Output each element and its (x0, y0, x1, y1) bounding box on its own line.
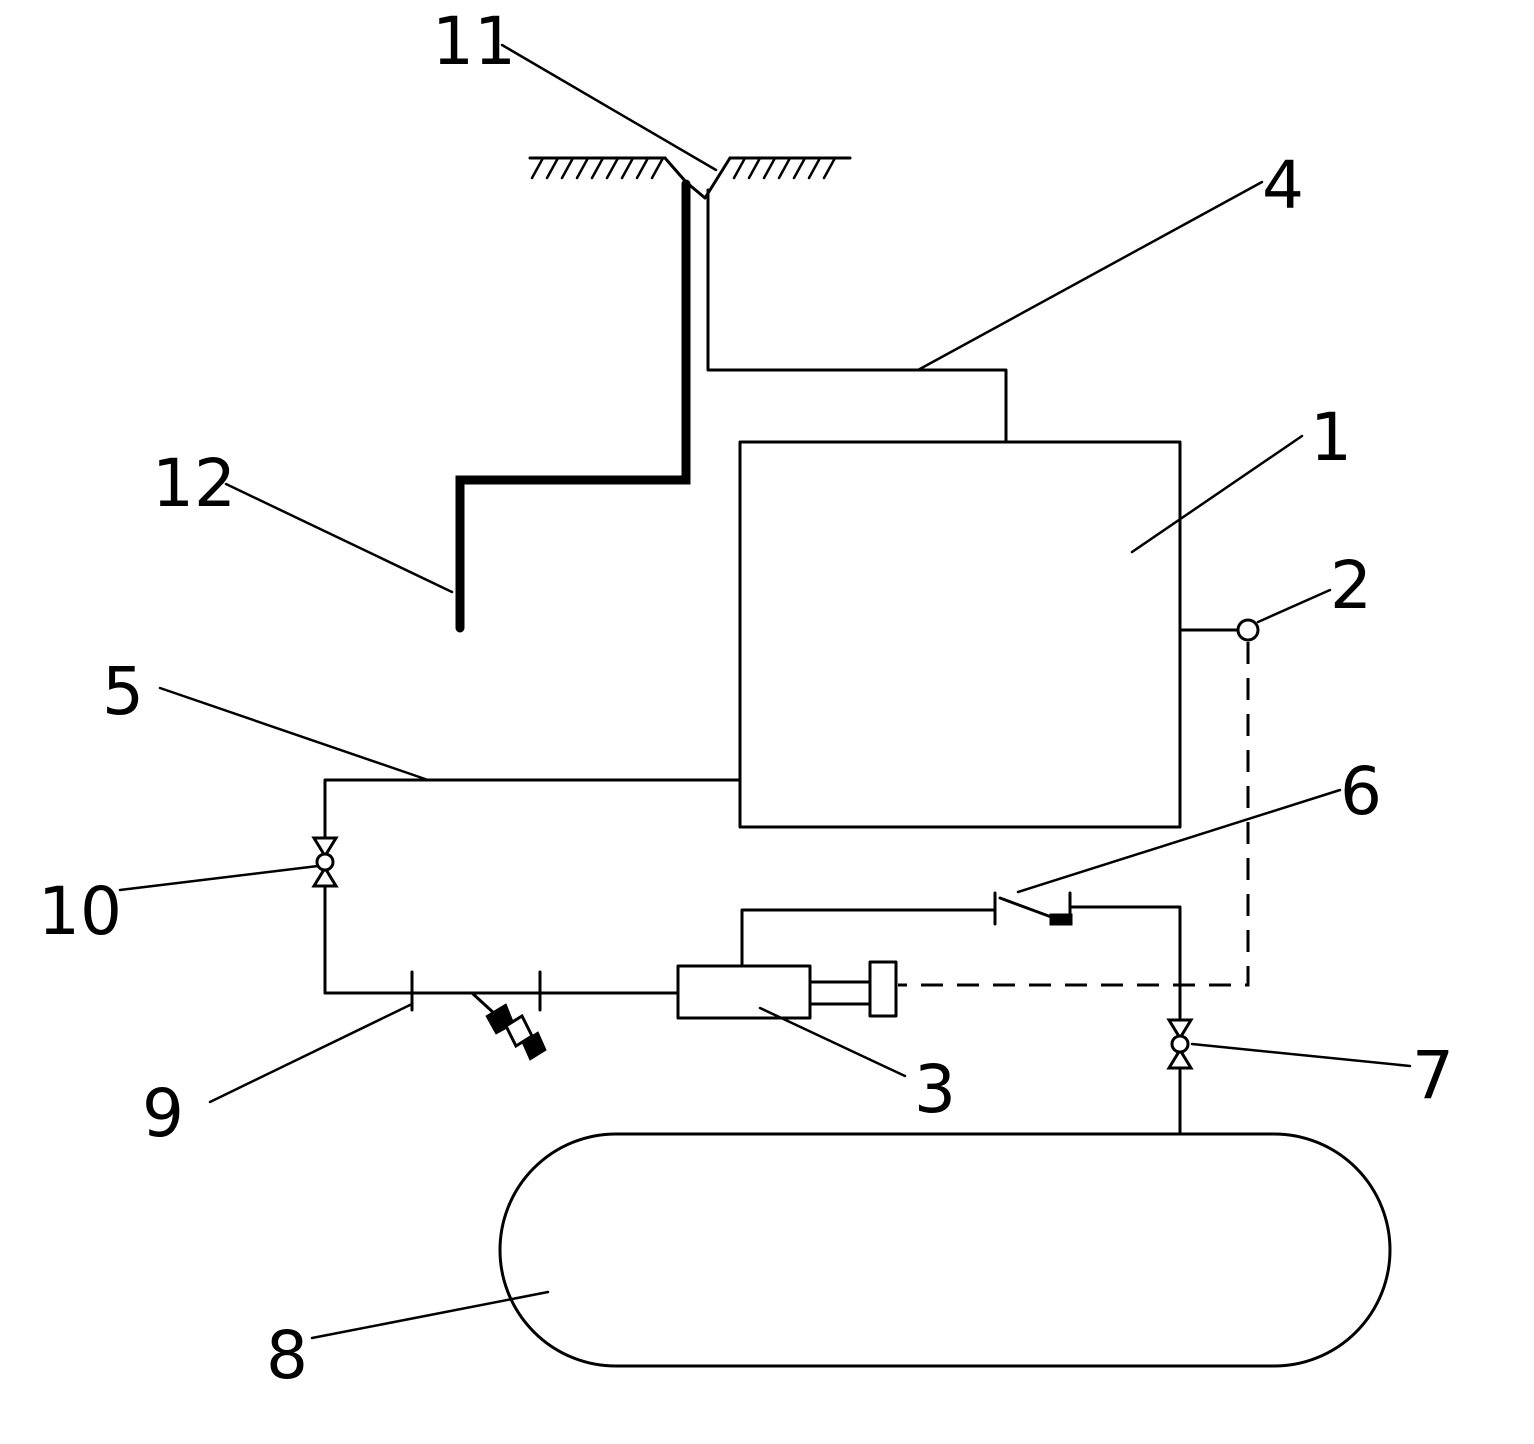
leader-9 (208, 1002, 414, 1104)
leader-8 (310, 1290, 550, 1340)
check-valve-6-icon (993, 891, 1073, 926)
valve-7-icon (1166, 1018, 1194, 1070)
label-7: 7 (1412, 1037, 1454, 1114)
label-12: 12 (152, 445, 236, 522)
pump-actuator-head (868, 960, 898, 1018)
label-6: 6 (1340, 753, 1382, 830)
ground-hatching (530, 156, 837, 180)
thick-stepped-pipe (455, 179, 691, 633)
leader-2 (1256, 588, 1332, 624)
pump-outlet-pipe (740, 908, 997, 968)
leader-5 (158, 686, 430, 782)
return-pipe (323, 778, 742, 840)
label-2: 2 (1330, 547, 1372, 624)
leader-3 (758, 1006, 907, 1078)
label-8: 8 (266, 1317, 308, 1394)
leader-4 (916, 180, 1264, 372)
label-5: 5 (102, 653, 144, 730)
upper-connecting-pipe (706, 188, 1008, 444)
leader-lines (118, 43, 1412, 1340)
label-10: 10 (38, 873, 122, 950)
leader-1 (1130, 434, 1304, 554)
label-11: 11 (432, 3, 516, 80)
leader-12 (224, 482, 454, 594)
sensor-icon (1236, 618, 1260, 642)
leader-7 (1190, 1042, 1412, 1068)
drain-valve-icon (470, 991, 547, 1061)
ground-surface (528, 156, 852, 200)
leader-10 (118, 864, 320, 892)
leader-6 (1016, 788, 1342, 894)
label-1: 1 (1310, 399, 1352, 476)
label-4: 4 (1262, 147, 1304, 224)
inlet-notch (663, 156, 732, 200)
storage-tank (498, 1132, 1392, 1368)
pump-body (676, 964, 812, 1020)
valve-10-icon (311, 836, 339, 888)
label-3: 3 (914, 1051, 956, 1128)
leader-11 (500, 43, 718, 172)
reference-labels: 1 2 3 4 5 6 7 8 9 10 11 12 (38, 3, 1454, 1394)
signal-dashed-line (898, 642, 1250, 987)
label-9: 9 (142, 1075, 184, 1152)
tank-outlet-pipe (1068, 905, 1182, 1022)
main-unit-box (738, 440, 1182, 829)
